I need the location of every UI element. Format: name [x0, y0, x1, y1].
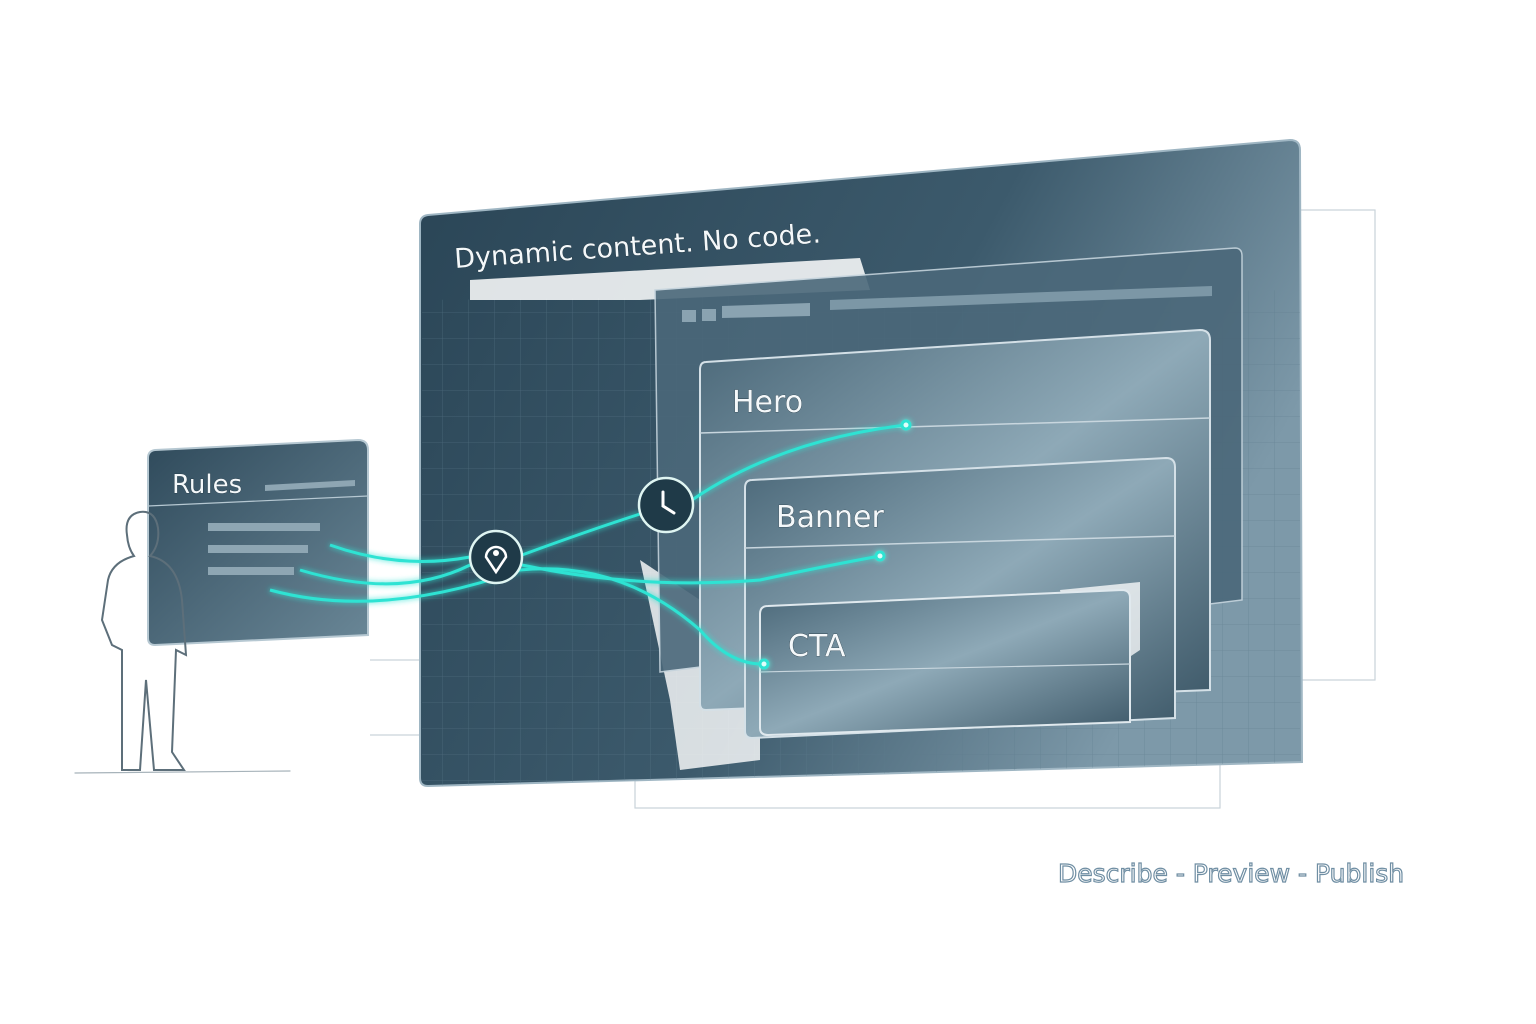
flow-line — [691, 423, 907, 502]
flow-line — [521, 512, 641, 557]
rules-title: Rules — [172, 470, 242, 500]
hero-label: Hero — [732, 385, 803, 420]
location-pin-icon[interactable] — [468, 529, 524, 585]
window-dot — [682, 310, 696, 322]
flow-endpoint — [900, 419, 912, 431]
rule-line — [208, 567, 294, 575]
flow-endpoint — [874, 550, 886, 562]
flow-endpoint — [758, 658, 770, 670]
clock-icon[interactable] — [637, 476, 695, 534]
cta-label: CTA — [788, 629, 846, 664]
flow-line — [521, 554, 881, 585]
caption-steps: Describe - Preview - Publish — [1058, 859, 1404, 888]
rules-panel[interactable]: Rules — [147, 438, 369, 647]
flow-line — [329, 543, 471, 563]
banner-label: Banner — [776, 500, 884, 535]
rule-line — [208, 523, 320, 531]
flow-lines — [269, 419, 912, 670]
address-bar — [722, 303, 810, 318]
window-dot — [702, 309, 716, 321]
flow-line — [269, 567, 765, 666]
person-figure — [74, 510, 291, 774]
flow-line — [299, 563, 471, 586]
rule-line — [208, 545, 308, 553]
cta-card[interactable]: CTA — [759, 588, 1131, 737]
